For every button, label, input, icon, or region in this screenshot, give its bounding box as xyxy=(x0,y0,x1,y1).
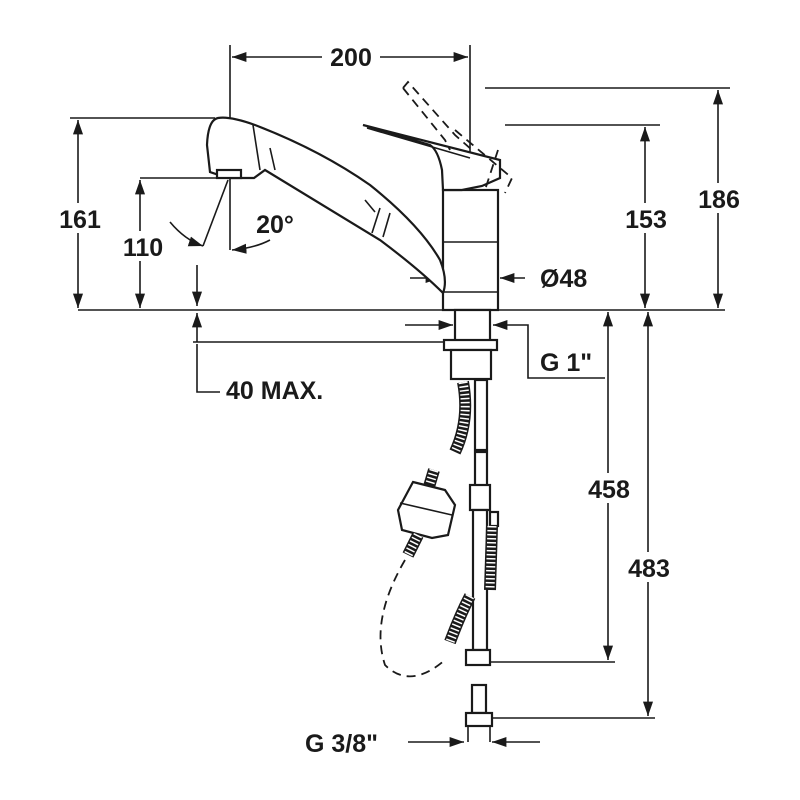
dimension-angle: 20° xyxy=(169,179,294,254)
dimension-label-deck-thickness: 40 MAX. xyxy=(226,377,323,405)
dimension-label-spout-height: 161 xyxy=(59,206,101,234)
dimension-label-hose-length: 458 xyxy=(588,476,630,504)
spray-head-outlet xyxy=(215,168,243,180)
shank xyxy=(453,308,492,344)
dimension-thread: G 1" xyxy=(405,319,605,379)
dimension-label-width: 200 xyxy=(330,44,372,72)
pull-out-spout xyxy=(205,116,447,295)
dimension-label-angle: 20° xyxy=(256,211,294,239)
inlet-nut xyxy=(464,711,494,728)
dimension-label-outlet-height: 110 xyxy=(123,234,163,262)
dimension-label-diameter: Ø48 xyxy=(540,265,587,293)
dimension-label-total-height: 186 xyxy=(698,186,740,214)
hose-end-nut xyxy=(464,648,492,667)
dimension-label-thread: G 1" xyxy=(540,349,592,377)
dimension-total-length: 483 xyxy=(490,312,678,719)
dimension-hose-length: 458 xyxy=(490,312,638,663)
dimension-deck-thickness: 40 MAX. xyxy=(191,313,445,405)
dimension-body-height: 153 xyxy=(505,124,673,308)
dimension-label-total-length: 483 xyxy=(628,555,670,583)
supply-hoses xyxy=(444,378,500,742)
faucet-body xyxy=(205,80,514,381)
lever-handle xyxy=(362,123,502,192)
dimension-diameter: Ø48 xyxy=(410,265,587,293)
dimension-label-inlet-thread: G 3/8" xyxy=(305,730,378,758)
dimension-inlet-thread: G 3/8" xyxy=(305,730,540,758)
dimension-total-height: 186 xyxy=(485,87,746,308)
dimension-label-body-height: 153 xyxy=(625,206,667,234)
spray-hose-weight xyxy=(379,468,457,678)
dimension-spout-height: 161 xyxy=(52,117,215,308)
mounting-nut xyxy=(442,338,499,352)
dimension-width: 200 xyxy=(229,42,468,250)
dimension-outlet-height: 110 xyxy=(115,177,228,308)
